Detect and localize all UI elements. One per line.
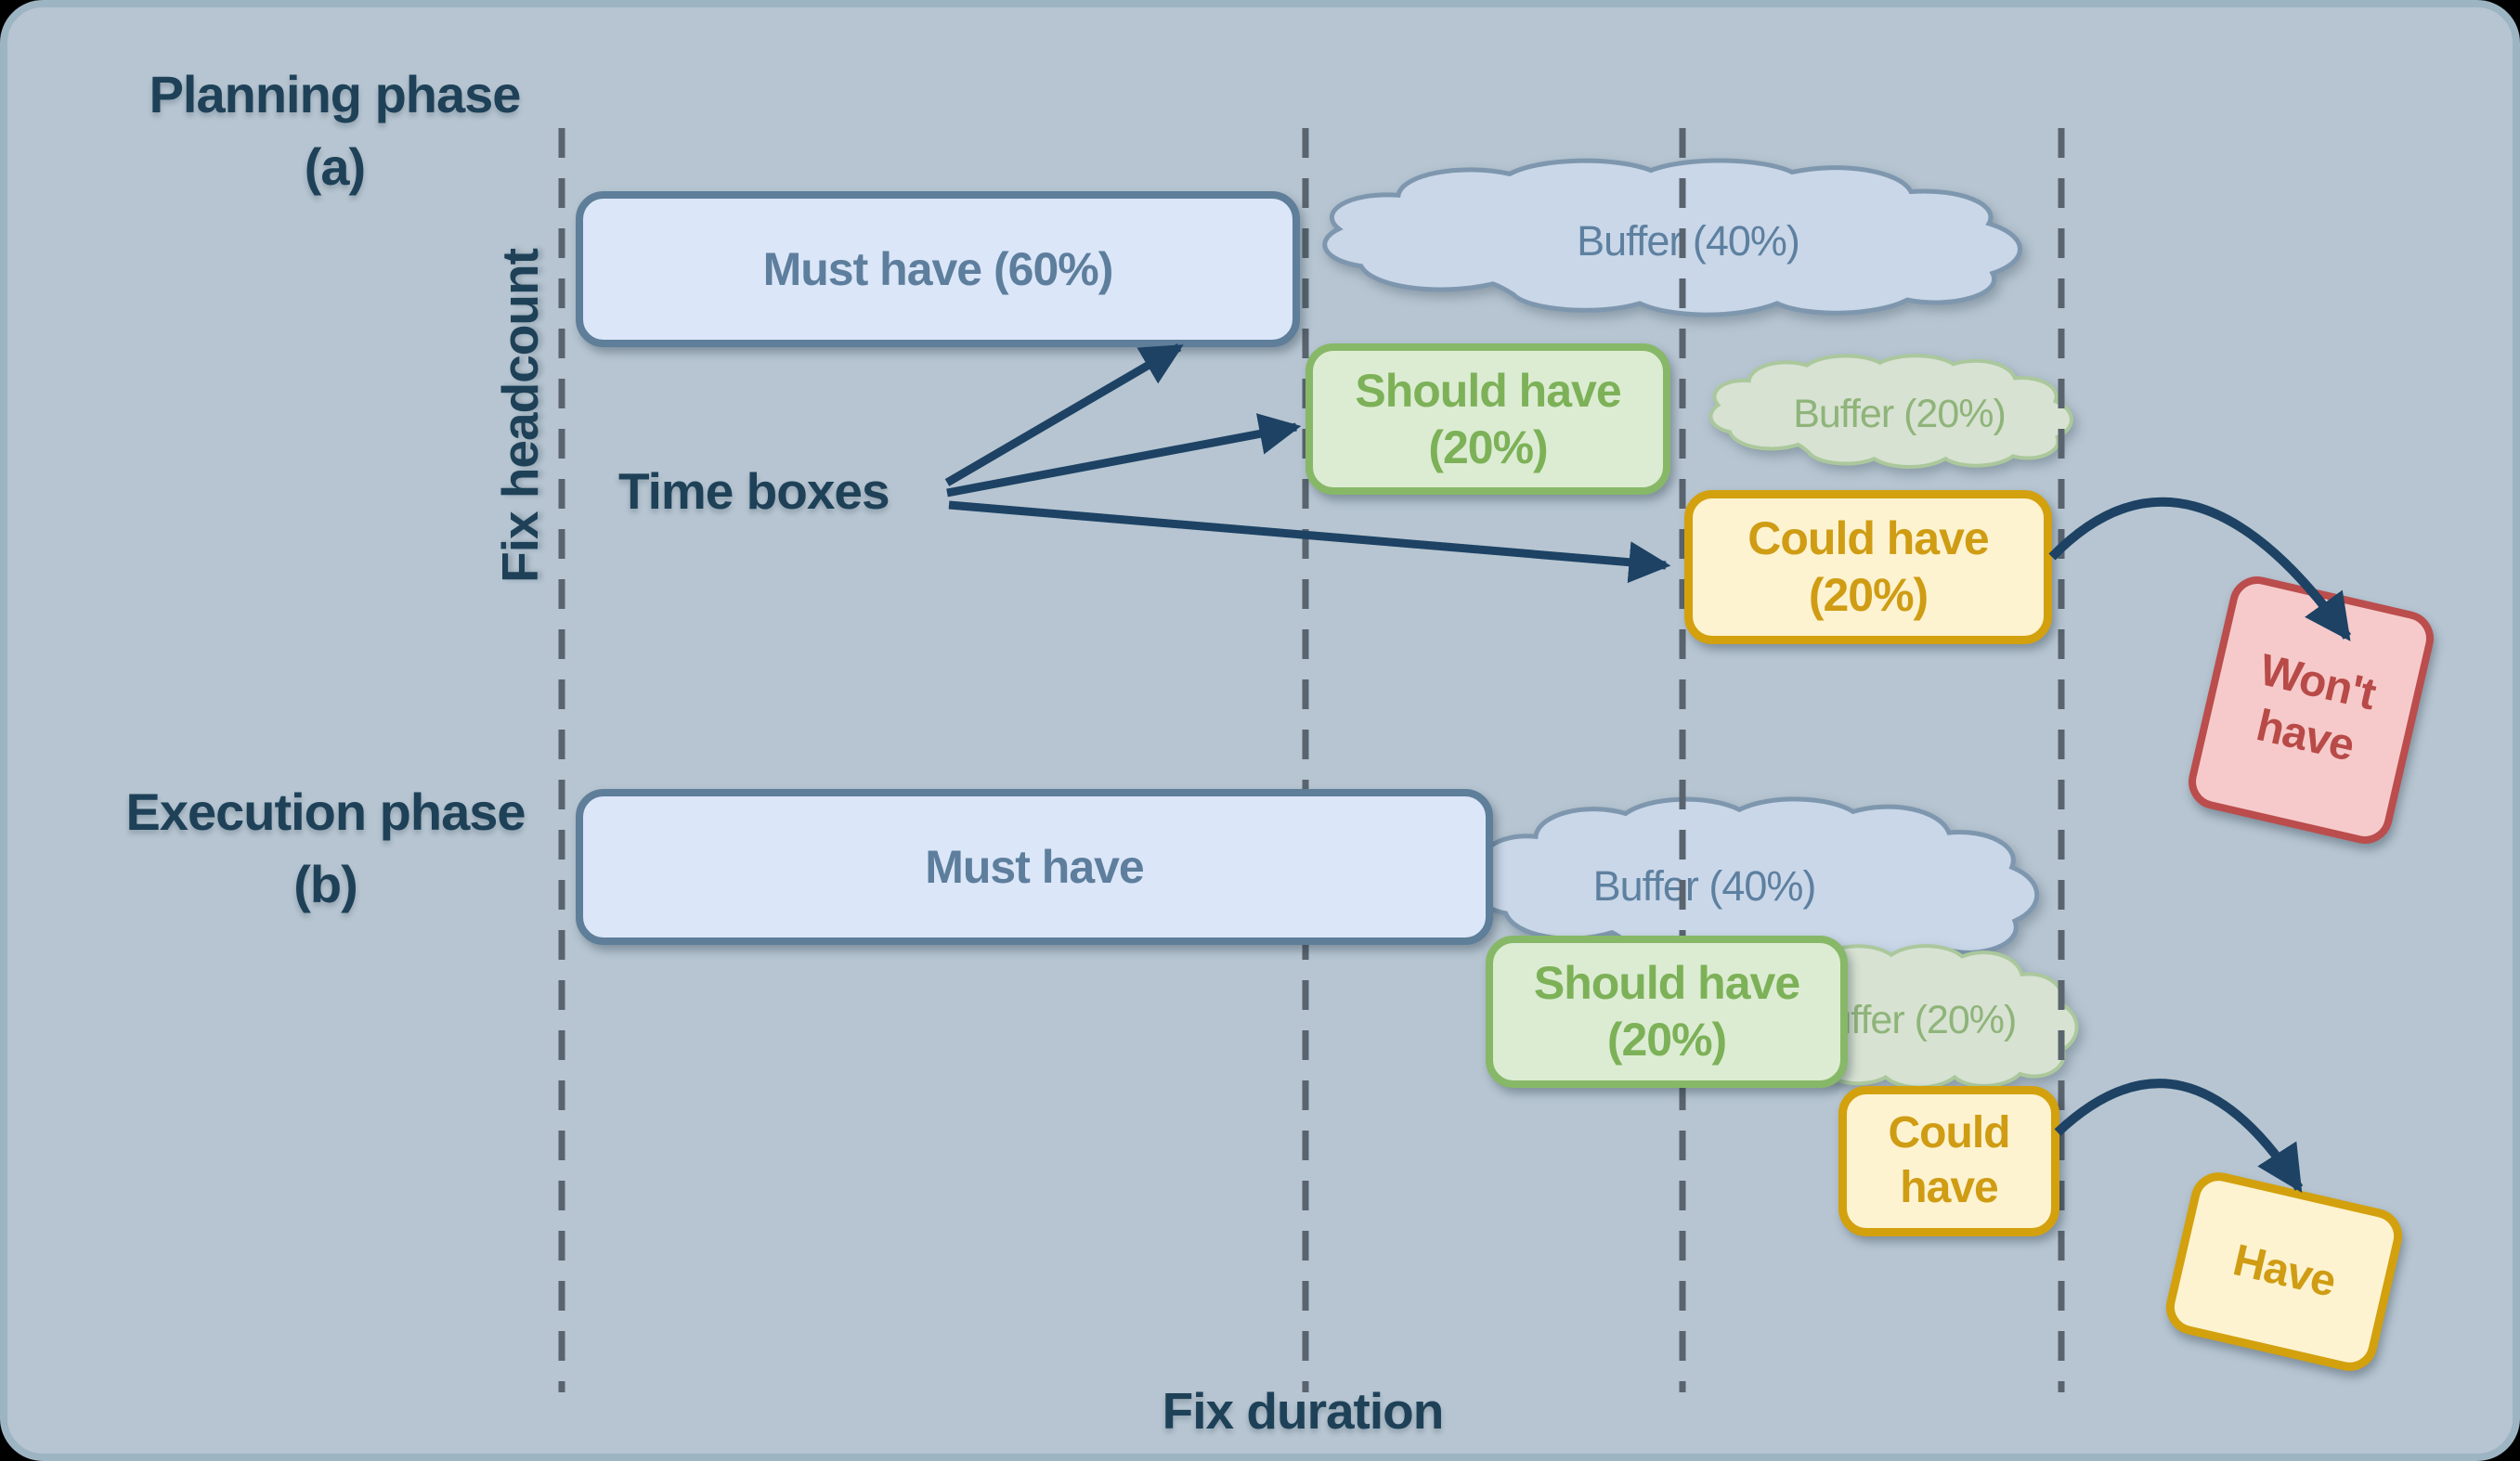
execution-phase-title: Execution phase (b) bbox=[91, 776, 560, 921]
buffer-40-label-planning: Buffer (40%) bbox=[1577, 217, 1800, 265]
cloud-shape bbox=[1317, 162, 2059, 321]
should-have-exec-line2: (20%) bbox=[1606, 1014, 1727, 1066]
could-have-exec-line1: Could bbox=[1888, 1108, 2011, 1158]
should-have-line1: Should have bbox=[1355, 364, 1621, 417]
buffer-20-label-planning: Buffer (20%) bbox=[1793, 391, 2007, 436]
should-have-box-execution: Should have (20%) bbox=[1486, 936, 1848, 1088]
could-have-box-planning: Could have (20%) bbox=[1684, 490, 2052, 644]
should-have-exec-line1: Should have bbox=[1533, 957, 1800, 1009]
cloud-shape bbox=[1707, 356, 2092, 472]
should-have-line2: (20%) bbox=[1428, 420, 1548, 473]
must-have-label-planning: Must have (60%) bbox=[762, 242, 1114, 295]
execution-phase-line1: Execution phase bbox=[125, 782, 526, 841]
fix-headcount-axis-label: Fix headcount bbox=[491, 249, 549, 583]
should-have-box-planning: Should have (20%) bbox=[1305, 343, 1670, 495]
execution-phase-line2: (b) bbox=[293, 855, 358, 913]
time-boxes-label: Time boxes bbox=[618, 462, 890, 520]
must-have-box-planning: Must have (60%) bbox=[576, 191, 1300, 347]
cloud-outline bbox=[1711, 356, 2072, 467]
planning-phase-line1: Planning phase bbox=[149, 65, 522, 123]
planning-phase-line2: (a) bbox=[304, 137, 366, 196]
must-have-label-execution: Must have bbox=[925, 840, 1145, 893]
buffer-40-label-execution: Buffer (40%) bbox=[1592, 862, 1817, 910]
could-have-exec-line2: have bbox=[1900, 1163, 1998, 1212]
must-have-box-execution: Must have bbox=[576, 789, 1493, 945]
cloud-outline bbox=[1325, 161, 2020, 315]
could-have-line2: (20%) bbox=[1808, 569, 1929, 621]
buffer-20-cloud-planning: Buffer (20%) bbox=[1707, 356, 2092, 472]
could-have-line1: Could have bbox=[1747, 512, 1989, 564]
buffer-40-cloud-planning: Buffer (40%) bbox=[1317, 162, 2059, 321]
planning-phase-title: Planning phase (a) bbox=[100, 58, 569, 203]
fix-duration-axis-label: Fix duration bbox=[1162, 1382, 1445, 1440]
